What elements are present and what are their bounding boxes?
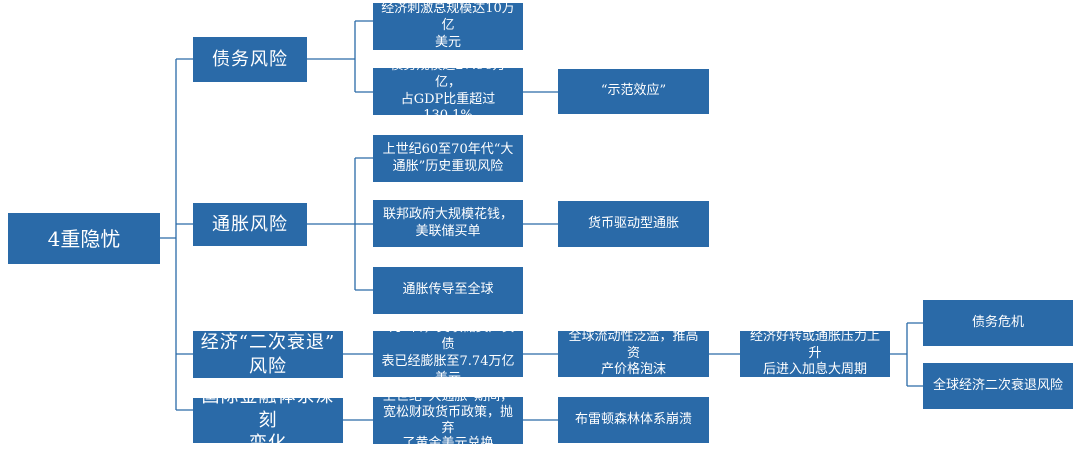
node-fed-balance: 4月1日，美联储资产负债 表已经膨胀至7.74万亿美元: [373, 320, 523, 386]
category-label: 通胀风险: [212, 213, 288, 235]
node-label: 上世纪60至70年代“大 通胀”历史重现风险: [382, 141, 514, 174]
node-label: “示范效应”: [600, 83, 667, 99]
node-label: 债务规模达27.96万亿， 占GDP比重超过130.1%: [390, 57, 506, 124]
connector-inflation-branch: [307, 157, 373, 291]
node-fed-spending: 联邦政府大规模花钱， 美联储买单: [373, 200, 523, 247]
category-recession-risk: 经济“二次衰退” 风险: [193, 331, 343, 378]
node-debt-stimulus: 经济刺激总规模达10万亿 美元: [373, 1, 523, 50]
root-node: 4重隐忧: [8, 213, 160, 264]
node-liquidity-flood: 全球流动性泛滥，推高资 产价格泡沫: [558, 328, 709, 378]
category-label: 国际金融体系深刻 变化: [201, 386, 335, 455]
node-label: 上世纪“大通胀”期间， 宽松财政货币政策，抛弃 了黄金美元兑换: [382, 389, 514, 452]
node-monetary-inflation: 货币驱动型通胀: [558, 201, 709, 247]
category-label: 债务风险: [212, 48, 288, 70]
node-bretton-woods: 布雷顿森林体系崩溃: [558, 397, 709, 443]
root-label: 4重隐忧: [47, 226, 121, 251]
node-debt-crisis: 债务危机: [923, 300, 1073, 346]
node-label: 债务危机: [971, 314, 1024, 330]
node-label: 4月1日，美联储资产负债 表已经膨胀至7.74万亿美元: [381, 320, 515, 386]
node-loose-policy: 上世纪“大通胀”期间， 宽松财政货币政策，抛弃 了黄金美元兑换: [373, 389, 523, 451]
category-inflation-risk: 通胀风险: [193, 203, 307, 246]
node-global-spread: 通胀传导至全球: [373, 267, 523, 314]
node-label: 全球经济二次衰退风险: [932, 377, 1063, 393]
category-label: 经济“二次衰退” 风险: [200, 332, 336, 377]
node-label: 全球流动性泛滥，推高资 产价格泡沫: [568, 328, 699, 378]
node-demo-effect: “示范效应”: [558, 69, 709, 114]
connector-debt-branch: [307, 20, 373, 93]
node-label: 联邦政府大规模花钱， 美联储买单: [382, 206, 513, 239]
category-debt-risk: 债务风险: [193, 37, 307, 82]
node-label: 经济刺激总规模达10万亿 美元: [381, 1, 515, 50]
node-label: 经济好转或通胀压力上升 后进入加息大周期: [749, 328, 880, 378]
node-debt-scale: 债务规模达27.96万亿， 占GDP比重超过130.1%: [373, 58, 523, 123]
node-great-inflation: 上世纪60至70年代“大 通胀”历史重现风险: [373, 135, 523, 182]
node-rate-cycle: 经济好转或通胀压力上升 后进入加息大周期: [740, 328, 890, 378]
category-financial-system: 国际金融体系深刻 变化: [193, 386, 343, 454]
node-label: 货币驱动型通胀: [587, 215, 679, 231]
connector-root-categories: [160, 58, 193, 411]
connector-recession-split: [890, 322, 923, 387]
node-global-recession: 全球经济二次衰退风险: [923, 363, 1073, 409]
node-label: 布雷顿森林体系崩溃: [574, 411, 692, 427]
node-label: 通胀传导至全球: [402, 282, 494, 298]
